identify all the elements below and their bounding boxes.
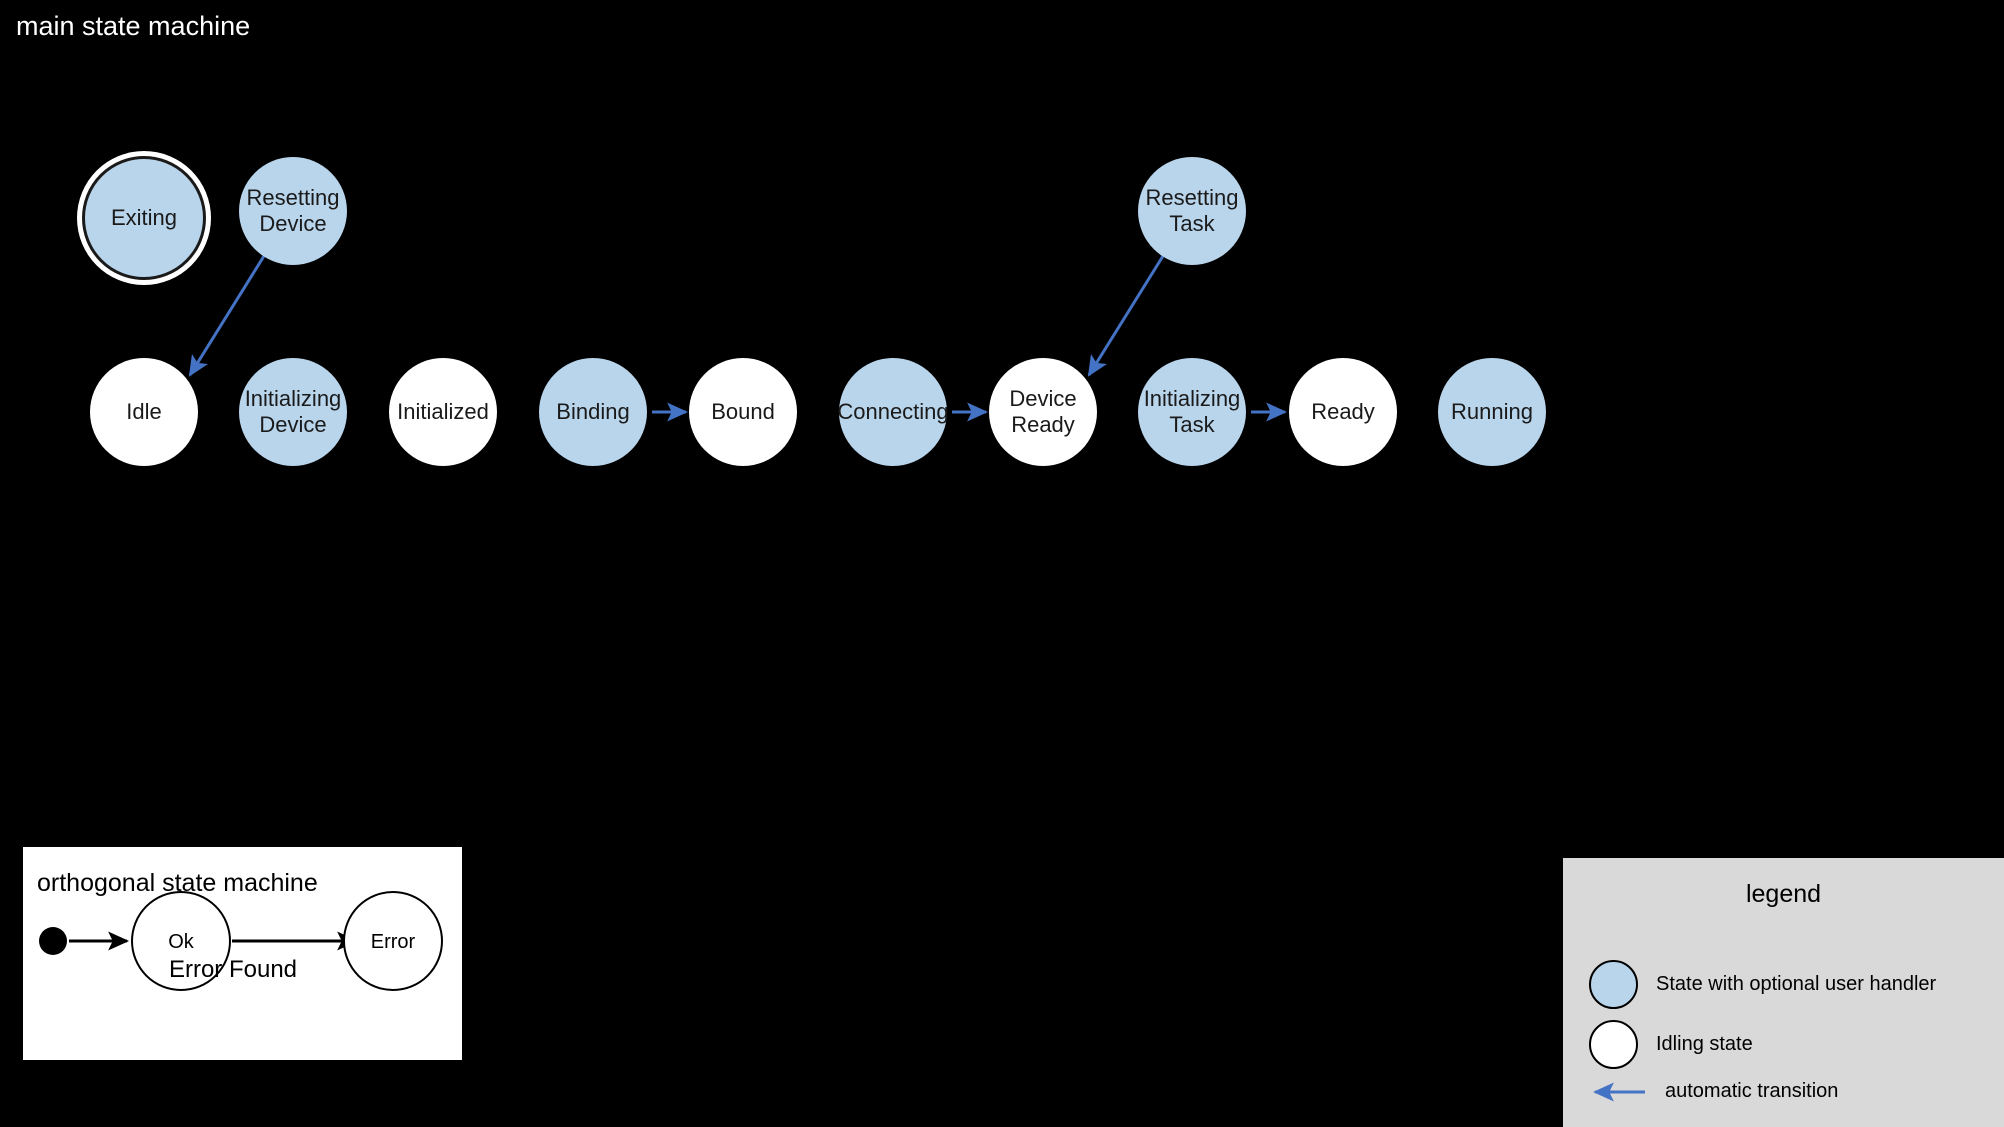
ortho-state-ok xyxy=(131,891,231,991)
state-node-resetting-task-label: Resetting Task xyxy=(1145,185,1239,236)
orthogonal-state-machine-panel: orthogonal state machine Ok Error Found … xyxy=(21,845,464,1062)
legend-title: legend xyxy=(1745,880,1822,908)
state-node-exiting-label: Exiting xyxy=(110,205,178,230)
legend-item-idling-state-label: Idling state xyxy=(1656,1033,1753,1055)
state-node-binding[interactable]: Binding xyxy=(539,358,647,466)
state-node-resetting-device-label: Resetting Device xyxy=(246,185,340,236)
state-node-running-label: Running xyxy=(1451,399,1533,424)
state-node-resetting-device[interactable]: Resetting Device xyxy=(239,157,347,265)
state-node-initialized-label: Initialized xyxy=(397,399,489,424)
legend-item-automatic-transition: automatic transition xyxy=(1589,1080,1838,1103)
state-node-idle[interactable]: Idle xyxy=(90,358,198,466)
state-node-initializing-device[interactable]: Initializing Device xyxy=(239,358,347,466)
transition-resetting-task-to-device-ready xyxy=(1087,255,1165,377)
state-node-initializing-task-label: Initializing Task xyxy=(1143,386,1241,437)
state-node-bound[interactable]: Bound xyxy=(689,358,797,466)
legend-item-handler-state-label: State with optional user handler xyxy=(1656,973,1937,995)
state-node-running[interactable]: Running xyxy=(1438,358,1546,466)
state-node-initializing-task[interactable]: Initializing Task xyxy=(1138,358,1246,466)
ortho-state-error-label: Error xyxy=(371,931,416,953)
state-node-connecting[interactable]: Connecting xyxy=(837,358,949,466)
state-node-ready-label: Ready xyxy=(1311,399,1375,424)
state-node-bound-label: Bound xyxy=(711,399,775,424)
state-node-connecting-label: Connecting xyxy=(837,399,949,424)
legend-item-handler-state: State with optional user handler xyxy=(1589,960,1936,1009)
state-node-initialized[interactable]: Initialized xyxy=(389,358,497,466)
idling-state-circle-icon xyxy=(1589,1020,1638,1069)
state-node-exiting[interactable]: Exiting xyxy=(82,156,206,280)
state-node-initializing-device-label: Initializing Device xyxy=(244,386,342,437)
legend-item-automatic-transition-label: automatic transition xyxy=(1665,1080,1839,1102)
transition-resetting-device-to-idle xyxy=(188,255,266,377)
ortho-state-error xyxy=(343,891,443,991)
state-node-binding-label: Binding xyxy=(556,399,630,424)
state-node-resetting-task[interactable]: Resetting Task xyxy=(1138,157,1246,265)
ortho-transition-ok-to-error-label: Error Found xyxy=(169,956,297,983)
legend-item-idling-state: Idling state xyxy=(1589,1020,1753,1069)
transition-arrow-icon xyxy=(1589,1082,1647,1102)
state-node-idle-label: Idle xyxy=(126,399,162,424)
ortho-initial-state-dot xyxy=(39,927,67,955)
legend-panel: legend State with optional user handler … xyxy=(1563,858,2004,1127)
state-node-ready[interactable]: Ready xyxy=(1289,358,1397,466)
page-title: main state machine xyxy=(16,11,251,41)
state-node-device-ready-label: Device Ready xyxy=(1009,386,1077,437)
ortho-state-ok-label: Ok xyxy=(168,931,195,953)
orthogonal-state-machine-graph: Ok Error Found Error xyxy=(39,891,443,991)
state-node-device-ready[interactable]: Device Ready xyxy=(989,358,1097,466)
handler-state-circle-icon xyxy=(1589,960,1638,1009)
